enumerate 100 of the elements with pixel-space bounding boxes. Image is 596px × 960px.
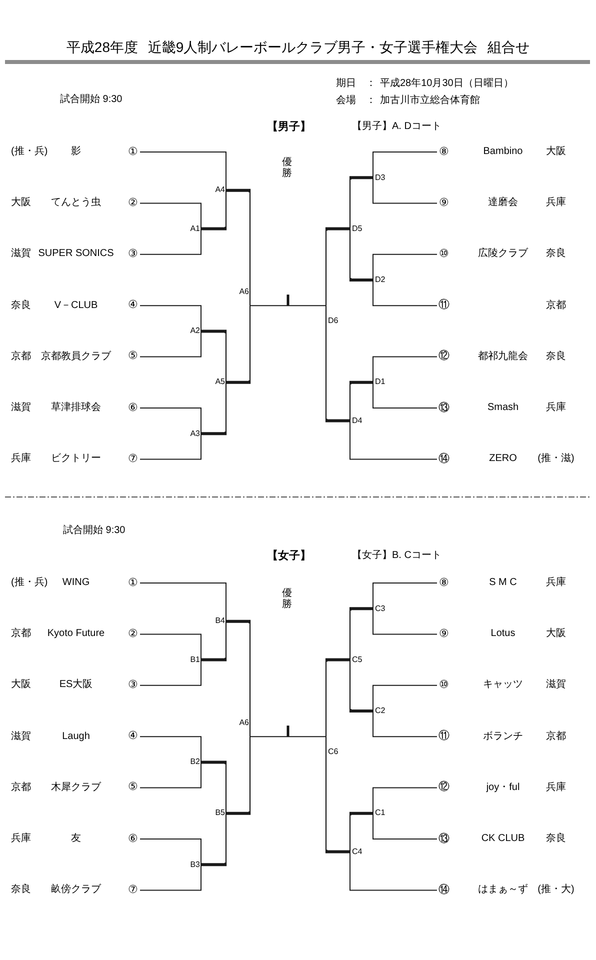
entry-number: ⑪ bbox=[437, 730, 451, 744]
match-label: A6 bbox=[239, 286, 250, 306]
bracket-line bbox=[349, 607, 373, 660]
court-note: 【男子】A. Dコート bbox=[352, 121, 442, 133]
match-label: A3 bbox=[190, 428, 201, 439]
team-name: V－CLUB bbox=[54, 300, 98, 312]
bracket-line bbox=[140, 408, 202, 434]
date-value: 平成28年10月30日（日曜日） bbox=[380, 78, 514, 90]
entry-number: ⑥ bbox=[126, 401, 140, 415]
venue-value: 加古川市立総合体育館 bbox=[380, 95, 480, 107]
bracket-line bbox=[140, 864, 202, 891]
prefecture-label: 京都 bbox=[11, 782, 31, 794]
bracket-line bbox=[140, 433, 202, 460]
court-note: 【女子】B. Cコート bbox=[352, 550, 442, 562]
team-name: joy・ful bbox=[486, 782, 520, 794]
start-time: 試合開始 9:30 bbox=[60, 94, 122, 106]
entry-number: ⑧ bbox=[437, 576, 451, 590]
section-heading: 【男子】 bbox=[267, 120, 311, 134]
team-name: S M C bbox=[489, 577, 517, 589]
team-name: 都祁九龍会 bbox=[478, 350, 528, 363]
match-label: D2 bbox=[373, 275, 386, 285]
bracket-line bbox=[140, 634, 202, 660]
start-time: 試合開始 9:30 bbox=[63, 525, 126, 537]
entry-number: ⑤ bbox=[126, 350, 140, 364]
prefecture-label: 兵庫 bbox=[546, 402, 566, 414]
section-heading: 【女子】 bbox=[267, 549, 311, 563]
venue-label: 会場 bbox=[336, 95, 356, 107]
bracket-line bbox=[325, 658, 350, 737]
bracket-line bbox=[372, 812, 438, 840]
prefecture-label: 大阪 bbox=[546, 146, 566, 158]
bracket-line bbox=[250, 736, 326, 738]
bracket-line bbox=[140, 838, 202, 866]
match-label: C1 bbox=[373, 808, 386, 818]
bracket-line bbox=[372, 177, 438, 204]
entry-number: ⑪ bbox=[437, 298, 451, 313]
bracket-line bbox=[349, 176, 373, 229]
bracket-line bbox=[201, 760, 227, 814]
prefecture-label: (推・兵) bbox=[11, 577, 48, 589]
match-label: A1 bbox=[190, 224, 201, 234]
bracket-line bbox=[372, 280, 438, 306]
team-name: 影 bbox=[71, 146, 81, 158]
prefecture-label: 奈良 bbox=[546, 350, 566, 363]
match-label: B1 bbox=[190, 654, 201, 665]
team-name: 京都教員クラブ bbox=[41, 350, 111, 363]
entry-number: ① bbox=[126, 145, 140, 159]
match-label: A5 bbox=[215, 377, 226, 388]
bracket-line bbox=[140, 152, 226, 191]
bracket-line bbox=[201, 382, 227, 436]
bracket-line bbox=[140, 228, 202, 255]
bracket-line bbox=[372, 787, 438, 814]
prefecture-label: 京都 bbox=[546, 730, 566, 743]
bracket-line bbox=[140, 659, 202, 686]
colon: ： bbox=[366, 78, 376, 90]
prefecture-label: 兵庫 bbox=[546, 197, 566, 210]
entry-number: ② bbox=[126, 627, 140, 642]
match-label: C2 bbox=[373, 706, 386, 716]
bracket-line bbox=[325, 306, 350, 422]
entry-number: ④ bbox=[126, 298, 140, 313]
team-name: 草津排球会 bbox=[51, 402, 101, 414]
prefecture-label: (推・滋) bbox=[538, 453, 574, 466]
prefecture-label: 滋賀 bbox=[11, 402, 31, 414]
entry-number: ④ bbox=[126, 730, 140, 744]
team-name: Smash bbox=[487, 402, 519, 414]
prefecture-label: 奈良 bbox=[11, 884, 31, 896]
entry-number: ⑨ bbox=[437, 196, 451, 210]
match-label: A6 bbox=[239, 718, 250, 737]
prefecture-label: 滋賀 bbox=[11, 730, 31, 743]
prefecture-label: 奈良 bbox=[11, 300, 31, 312]
match-label: D5 bbox=[350, 224, 362, 234]
team-name: ビクトリー bbox=[51, 453, 101, 466]
bracket-line bbox=[201, 813, 227, 866]
match-label: B5 bbox=[215, 808, 226, 818]
bracket-line bbox=[250, 305, 326, 306]
entry-number: ⑨ bbox=[437, 627, 451, 642]
match-label: B2 bbox=[190, 757, 201, 768]
bracket-line bbox=[325, 227, 350, 306]
match-label: A4 bbox=[215, 185, 226, 196]
bracket-line bbox=[372, 356, 438, 383]
team-name: Lotus bbox=[490, 628, 516, 640]
team-name: キャッツ bbox=[483, 679, 523, 692]
team-name: 木犀クラブ bbox=[51, 782, 101, 794]
bracket-line bbox=[140, 330, 202, 358]
bracket-line bbox=[372, 608, 438, 635]
match-label: C3 bbox=[373, 604, 386, 614]
prefecture-label: 兵庫 bbox=[11, 833, 31, 845]
prefecture-label: 大阪 bbox=[546, 628, 566, 640]
team-name: SUPER SONICS bbox=[38, 248, 114, 260]
bracket-line bbox=[325, 736, 350, 854]
entry-number: ⑥ bbox=[126, 832, 140, 846]
bracket-line bbox=[349, 380, 373, 421]
bracket-line bbox=[372, 582, 438, 610]
bracket-line bbox=[349, 228, 373, 282]
champion-label: 優勝 bbox=[282, 588, 292, 610]
match-label: C5 bbox=[350, 654, 362, 665]
bracket-line bbox=[349, 660, 373, 712]
entry-number: ② bbox=[126, 196, 140, 210]
entry-number: ⑩ bbox=[437, 247, 451, 262]
prefecture-label: 京都 bbox=[11, 350, 31, 363]
team-name: WING bbox=[62, 577, 90, 589]
colon: ： bbox=[366, 95, 376, 107]
